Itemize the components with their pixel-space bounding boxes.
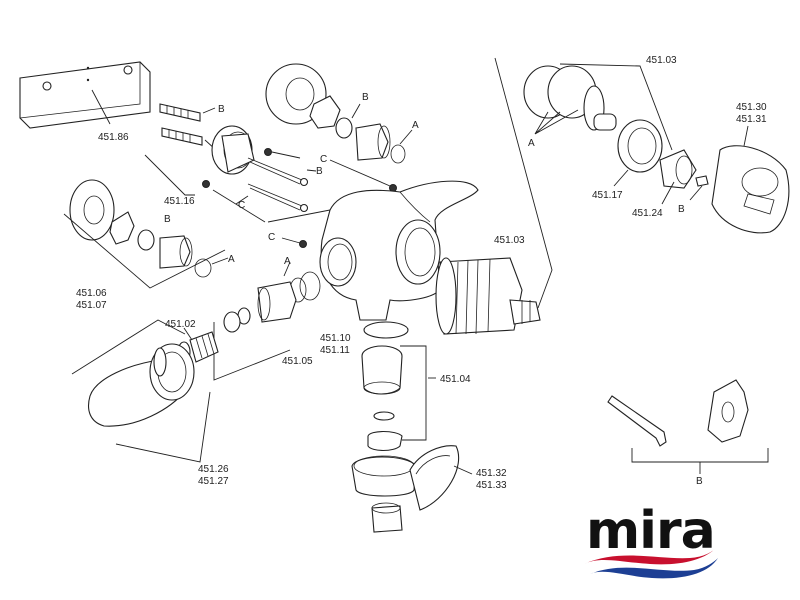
tools-group — [607, 379, 749, 447]
label-a-mid: A — [284, 256, 291, 267]
label-451-33: 451.33 — [476, 480, 507, 491]
label-451-07: 451.07 — [76, 300, 107, 311]
label-451-11: 451.11 — [320, 345, 350, 356]
small-nuts — [202, 148, 397, 248]
label-451-03-mid: 451.03 — [494, 235, 525, 246]
thermostatic-cartridge — [435, 257, 541, 335]
label-a-rings: A — [528, 138, 535, 149]
label-b-top: B — [362, 92, 369, 103]
label-b-screws: B — [316, 166, 323, 177]
label-451-24: 451.24 — [632, 208, 663, 219]
bottom-left-shroud — [87, 343, 195, 427]
left-shroud — [69, 179, 212, 278]
label-b-plugs: B — [218, 104, 225, 115]
label-451-26: 451.26 — [198, 464, 229, 475]
label-451-05: 451.05 — [282, 356, 313, 367]
label-c-top: C — [320, 154, 327, 165]
mira-logo: mira — [584, 501, 718, 579]
wall-bracket — [19, 61, 151, 129]
screws — [247, 157, 309, 213]
control-knob — [711, 145, 790, 234]
wall-plugs — [159, 103, 203, 146]
outlet-shroud — [409, 445, 460, 511]
label-451-04: 451.04 — [440, 374, 471, 385]
control-parts — [617, 119, 709, 189]
label-c-mid: C — [238, 200, 245, 211]
logo-wave-blue — [590, 558, 718, 579]
label-451-32: 451.32 — [476, 468, 507, 479]
outlet-assembly — [351, 321, 417, 533]
label-451-02: 451.02 — [165, 319, 196, 330]
mounting-plate — [211, 125, 255, 175]
label-a-left: A — [228, 254, 235, 265]
label-c-low: C — [268, 232, 275, 243]
label-451-17: 451.17 — [592, 190, 623, 201]
label-451-31: 451.31 — [736, 114, 767, 125]
top-shroud — [265, 63, 406, 164]
label-b-left: B — [164, 214, 171, 225]
mira-logo-text: mira — [586, 501, 715, 561]
label-b-right: B — [678, 204, 685, 215]
flow-regulator — [223, 271, 321, 333]
label-451-30: 451.30 — [736, 102, 767, 113]
label-b-tools: B — [696, 476, 703, 487]
label-451-86: 451.86 — [98, 132, 129, 143]
o-rings — [523, 65, 617, 131]
label-a-top: A — [412, 120, 419, 131]
label-451-27: 451.27 — [198, 476, 229, 487]
label-451-06: 451.06 — [76, 288, 107, 299]
label-451-10: 451.10 — [320, 333, 351, 344]
logo-wave-red — [584, 548, 716, 565]
label-451-03-top: 451.03 — [646, 55, 677, 66]
label-451-16: 451.16 — [164, 196, 195, 207]
